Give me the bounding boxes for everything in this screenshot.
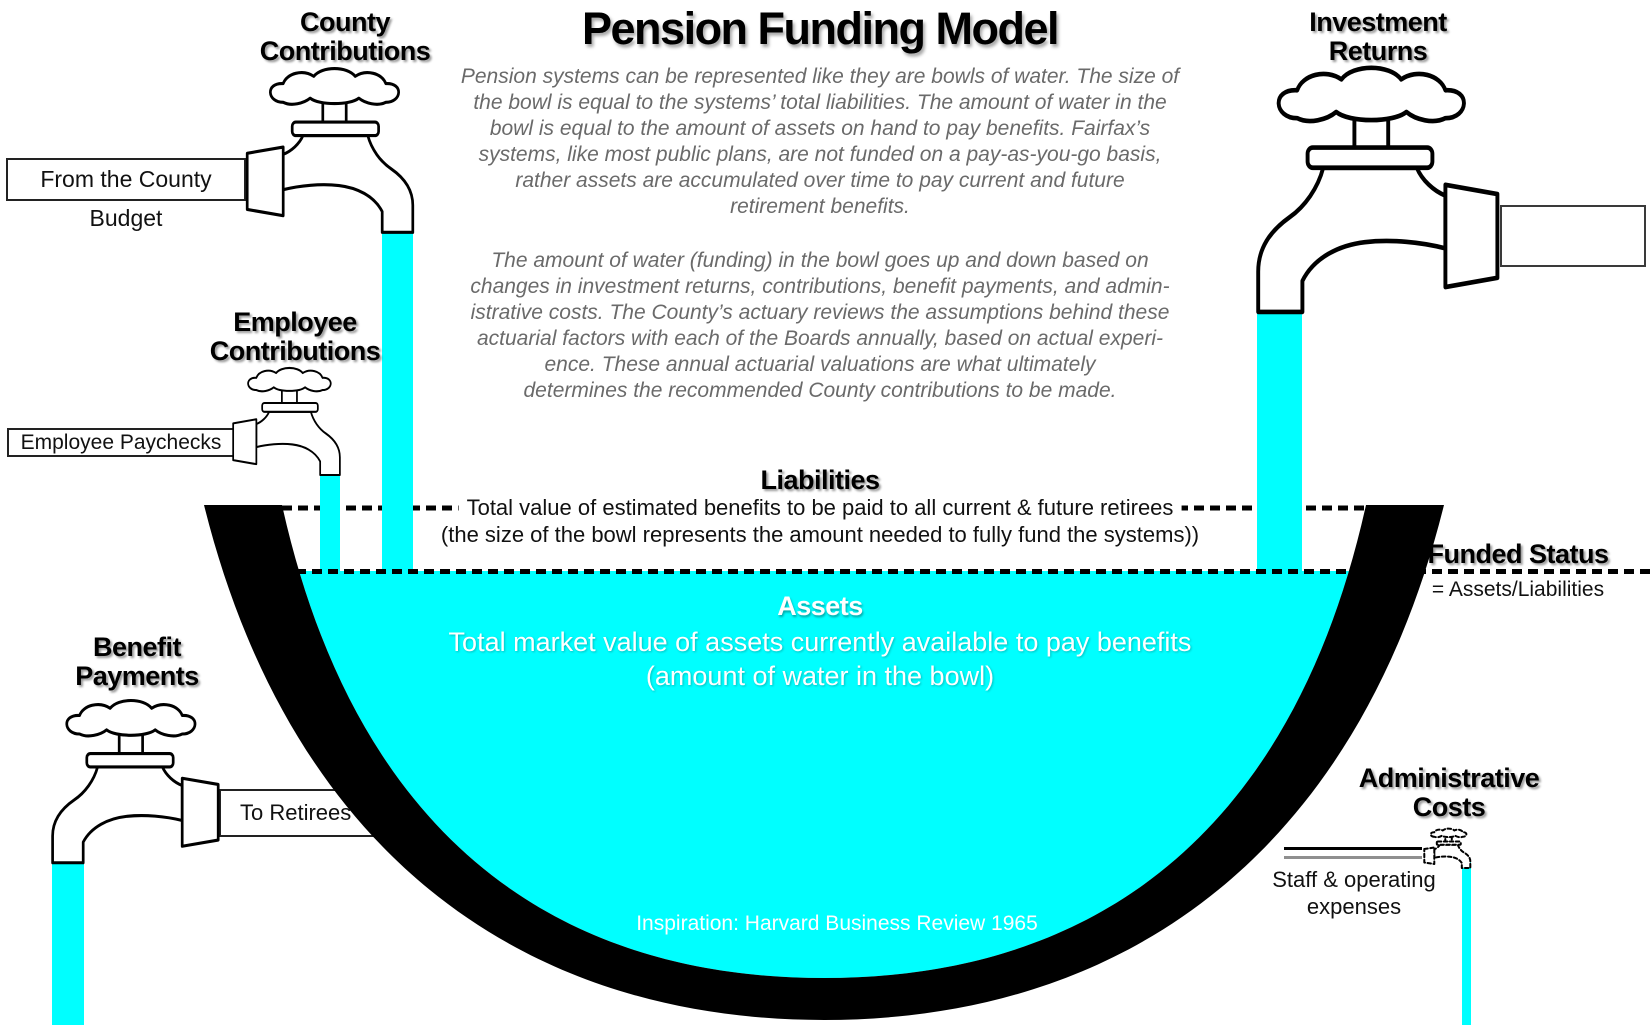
assets-heading: Assets	[777, 591, 863, 621]
employee-source-label: Employee Paychecks	[20, 431, 222, 454]
employee-faucet-icon	[232, 366, 341, 477]
employee-stream	[320, 467, 340, 573]
admin-pipe-shadow	[1284, 856, 1422, 859]
assets-line-2: (amount of water in the bowl)	[645, 661, 995, 691]
page-title: Pension Funding Model	[582, 3, 1059, 54]
funded-status-heading: Funded Status	[1427, 539, 1610, 569]
credit-text: Inspiration: Harvard Business Review 196…	[636, 912, 1038, 935]
funded-status-formula: = Assets/Liabilities	[1431, 578, 1605, 601]
admin-pipe	[1284, 847, 1422, 850]
investment-source-box	[1500, 205, 1646, 267]
benefit-stream	[52, 855, 84, 1025]
county-stream	[382, 224, 413, 573]
intro-paragraph-2: The amount of water (funding) in the bow…	[470, 249, 1170, 402]
retirees-outflow-label: To Retirees	[240, 800, 352, 825]
admin-stream	[1462, 860, 1471, 1025]
admin-faucet-icon	[1423, 827, 1472, 869]
investment-faucet-icon	[1258, 68, 1497, 312]
liabilities-heading: Liabilities	[760, 465, 880, 495]
water-fill	[299, 571, 1349, 978]
county-source-box: From the County Budget	[6, 158, 246, 231]
county-faucet-icon	[245, 66, 415, 234]
liabilities-line-2: (the size of the bowl represents the amo…	[440, 522, 1200, 547]
intro-paragraph-1: Pension systems can be represented like …	[460, 65, 1180, 218]
water-level-line	[296, 569, 1650, 574]
liabilities-line-1: Total value of estimated benefits to be …	[458, 495, 1182, 521]
investment-stream	[1257, 310, 1302, 573]
county-source-label: From the County Budget	[40, 166, 212, 231]
assets-line-1: Total market value of assets currently a…	[448, 627, 1192, 657]
benefit-faucet-icon	[51, 698, 220, 865]
